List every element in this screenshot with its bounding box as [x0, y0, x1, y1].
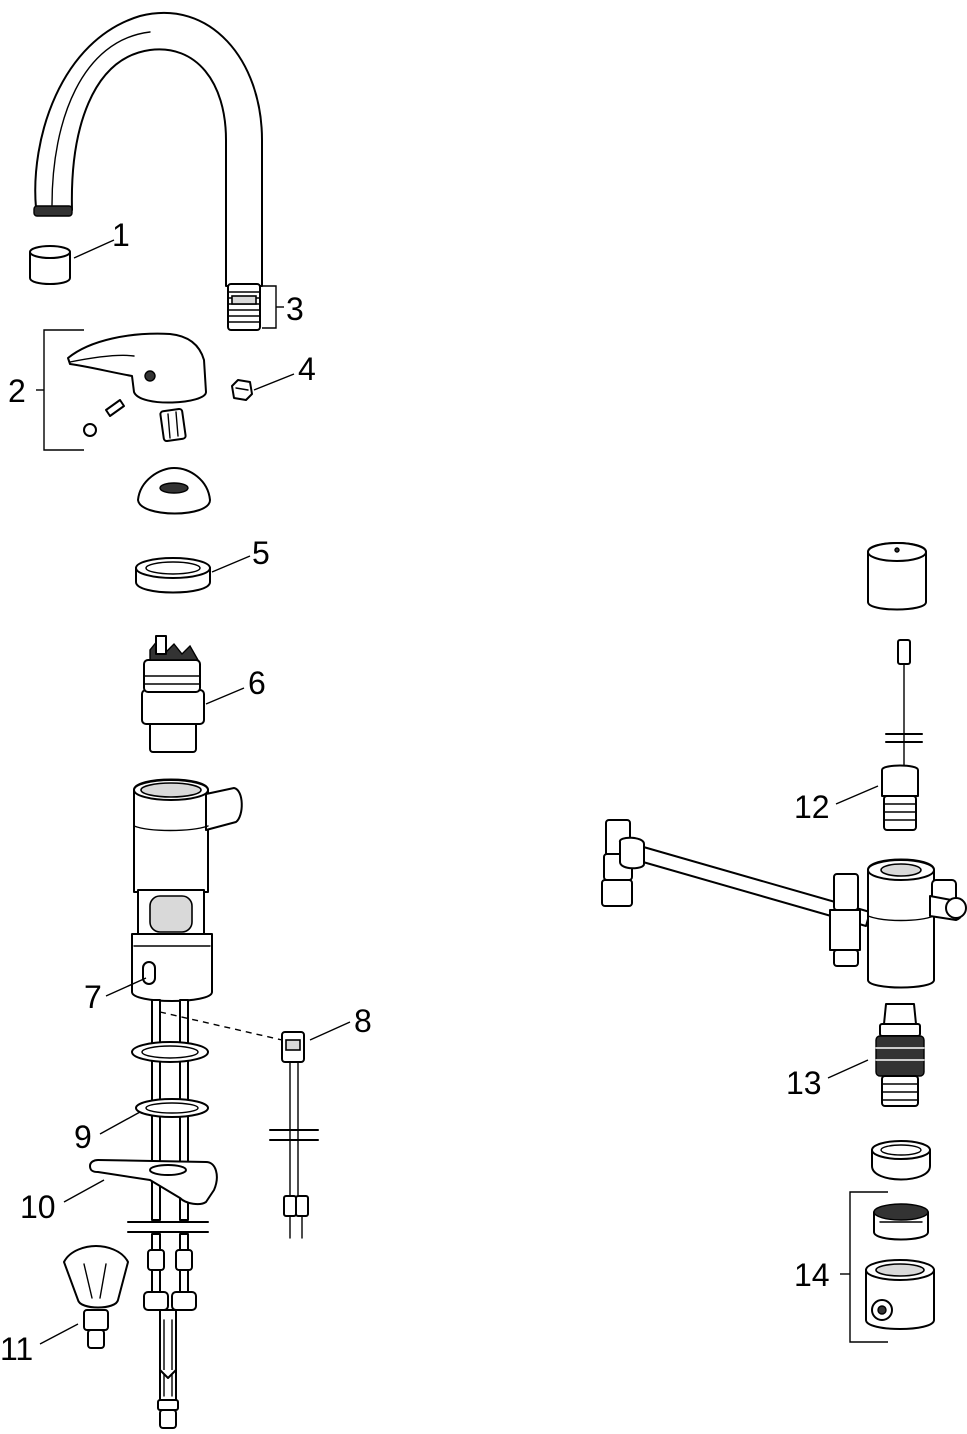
callout-11: 11 — [0, 1331, 33, 1367]
top-cap — [867, 542, 927, 611]
callout-5: 5 — [252, 535, 270, 571]
aerator-ring — [29, 245, 71, 285]
leader-lines — [36, 239, 888, 1345]
callout-1: 1 — [112, 217, 130, 253]
washer-rings — [131, 1041, 209, 1118]
spout — [33, 11, 263, 331]
sensor-cable — [269, 1031, 319, 1239]
filter-set — [865, 1203, 935, 1330]
callout-8: 8 — [354, 1003, 372, 1039]
nut-ring — [135, 557, 211, 594]
grub-screw — [231, 379, 253, 401]
callout-12: 12 — [794, 789, 830, 825]
callout-7: 7 — [84, 979, 102, 1015]
tap-body — [131, 778, 243, 1002]
handle-group — [67, 332, 207, 442]
callout-3: 3 — [286, 291, 304, 327]
mounting-tool — [63, 1245, 129, 1349]
callout-10: 10 — [20, 1189, 56, 1225]
flexible-hose — [157, 1309, 179, 1429]
valve-cartridge — [875, 1003, 925, 1107]
callout-14: 14 — [794, 1257, 830, 1293]
cartridge — [141, 635, 205, 753]
callout-2: 2 — [8, 373, 26, 409]
solenoid-valve — [881, 639, 923, 831]
fixing-plate — [89, 1159, 218, 1206]
callout-9: 9 — [74, 1119, 92, 1155]
callout-6: 6 — [248, 665, 266, 701]
callout-4: 4 — [298, 351, 316, 387]
callout-13: 13 — [786, 1065, 822, 1101]
valve-housing — [601, 819, 967, 989]
cover-cap — [137, 467, 211, 515]
union-nut — [871, 1140, 931, 1181]
